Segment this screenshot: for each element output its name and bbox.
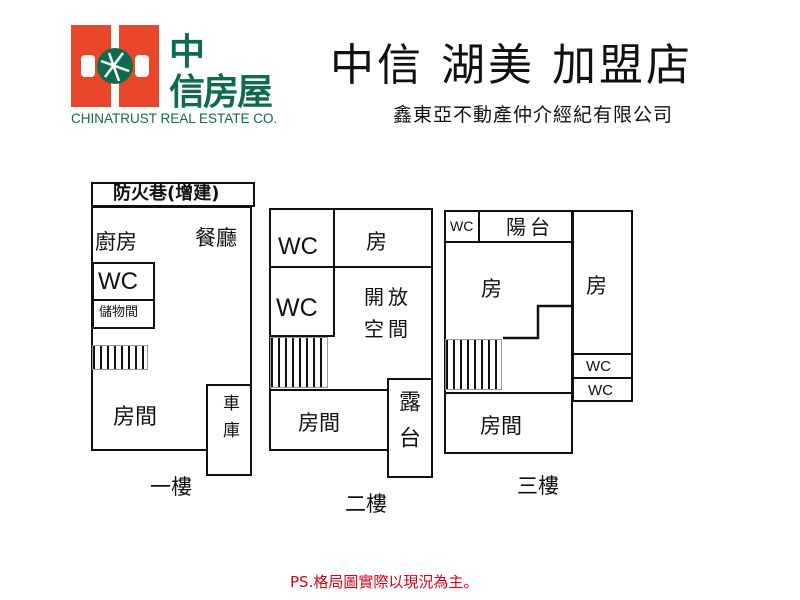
stairs (445, 339, 502, 390)
wc-label-2: WC (276, 294, 318, 322)
kitchen-label: 廚房 (95, 230, 137, 254)
wc-room (92, 262, 155, 301)
wc-room-top (444, 210, 480, 243)
wc-label-top: WC (450, 218, 474, 234)
logo-brand-bottom: 信房屋 (169, 72, 273, 113)
open-space-label-1: 開放 (364, 285, 412, 309)
storage-label: 儲物間 (99, 305, 139, 320)
wc-label-b: WC (588, 382, 613, 399)
stairs (270, 337, 328, 388)
company-logo: 中 信房屋 CHINATRUST REAL ESTATE CO. (71, 25, 296, 130)
terrace-label: 露台 (395, 390, 420, 462)
storage-room (92, 299, 155, 329)
logo-emblem-icon (71, 25, 159, 107)
floor-1-name: 一樓 (150, 475, 192, 499)
logo-brand-top: 中 (169, 32, 206, 73)
logo-brand-en: CHINATRUST REAL ESTATE CO. (71, 111, 278, 126)
room-right (571, 210, 633, 355)
wc-room-1 (269, 208, 335, 268)
wc-label-1: WC (278, 233, 318, 260)
step-wall (503, 304, 573, 340)
room (444, 392, 573, 454)
floor-2-name: 二樓 (345, 492, 387, 516)
page-subtitle: 鑫東亞不動產仲介經紀有限公司 (393, 104, 674, 126)
garage (206, 384, 252, 476)
wc-label: WC (98, 268, 138, 295)
wc-room-2 (269, 266, 335, 337)
disclaimer-note: PS.格局圖實際以現況為主。 (290, 573, 479, 591)
balcony-label: 陽台 (506, 215, 554, 239)
dining-label: 餐廳 (195, 226, 237, 250)
wc-label-a: WC (586, 358, 611, 375)
room-right-label: 房 (586, 274, 607, 298)
page-title: 中信 湖美 加盟店 (330, 40, 693, 91)
wc-room-b (571, 377, 633, 402)
room-left-label: 房 (481, 277, 502, 301)
room-top-label: 房 (366, 230, 387, 254)
room-label: 房間 (113, 405, 158, 430)
open-space-label-2: 空間 (364, 317, 412, 341)
floor-3-name: 三樓 (517, 474, 559, 498)
garage-label: 車庫 (219, 394, 239, 448)
fire-lane-label: 防火巷(增建) (113, 183, 220, 204)
terrace (387, 378, 433, 478)
room-top (333, 208, 433, 268)
room-label: 房間 (298, 411, 340, 435)
stairs (92, 345, 148, 370)
room-label: 房間 (480, 414, 522, 438)
